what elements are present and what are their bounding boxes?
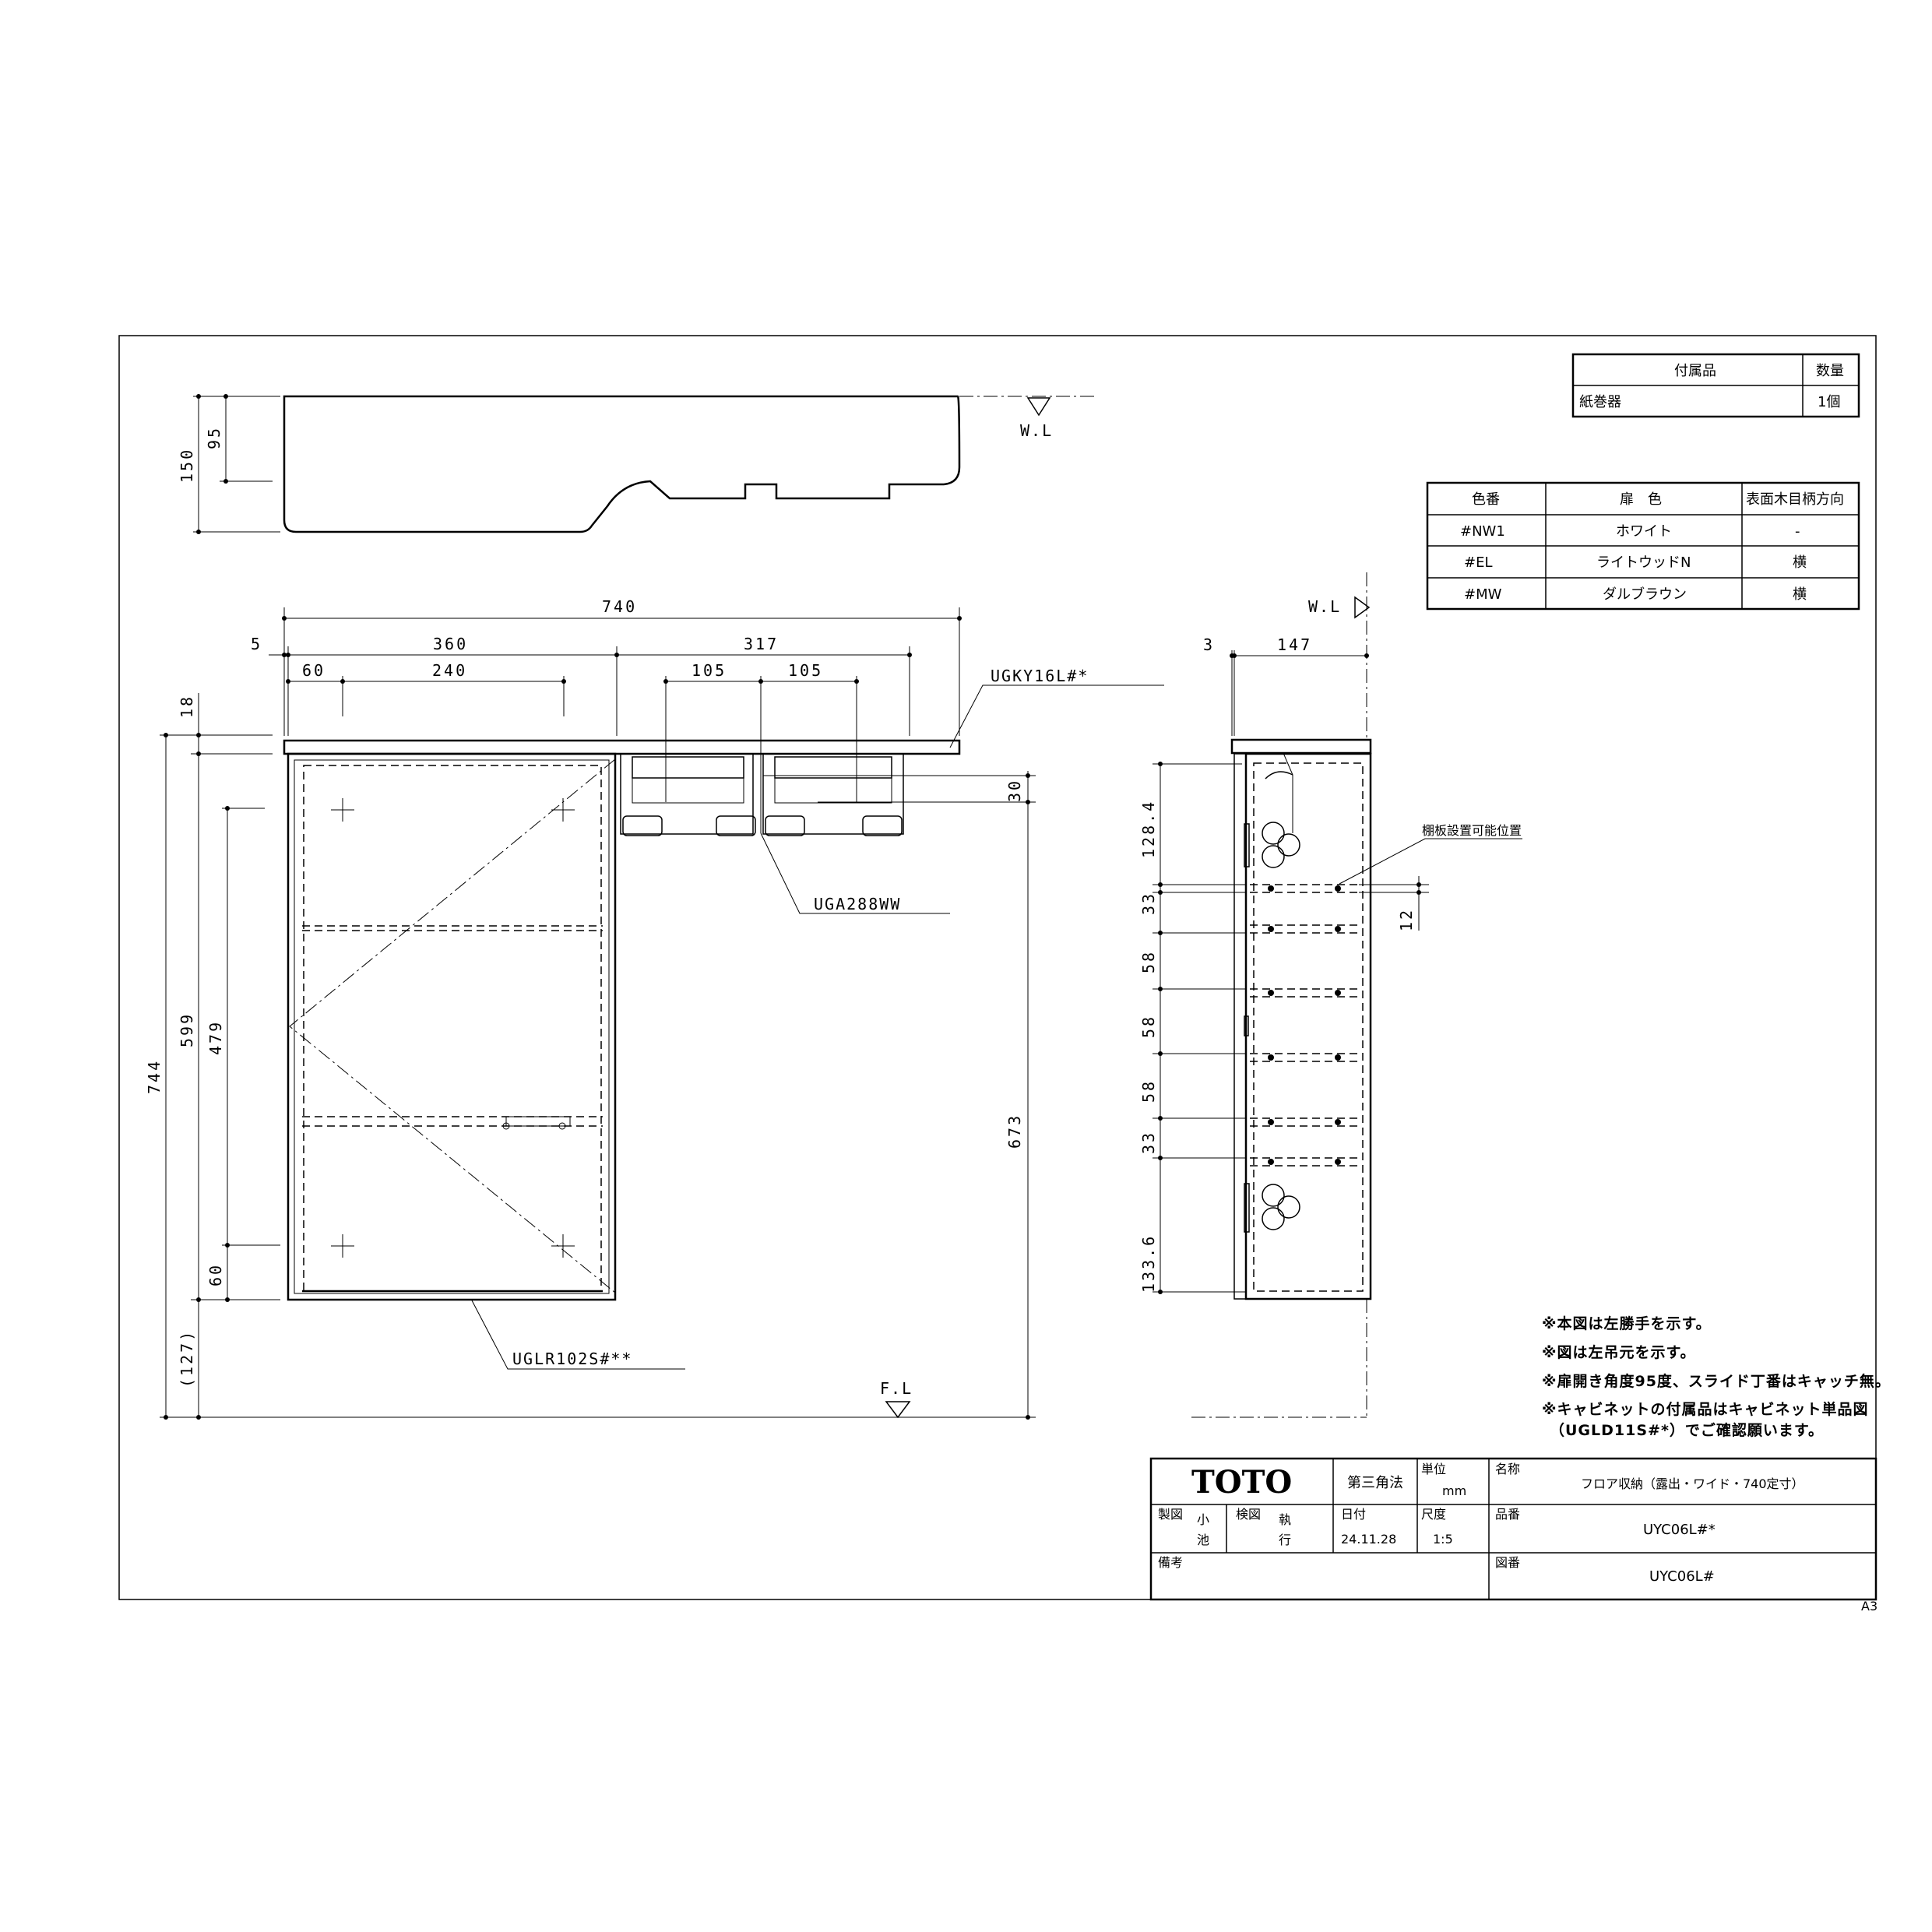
note-line: ※図は左吊元を示す。 (1542, 1343, 1696, 1361)
accessories-table: 付属品 数量 紙巻器 1個 (1571, 353, 1860, 418)
dim-label: 58 (1139, 1015, 1158, 1038)
product-label: 品番 (1495, 1507, 1520, 1522)
side-view: W.L 3 147 128.4 33 58 5 (1139, 572, 1522, 1418)
color-header-code: 色番 (1472, 491, 1500, 508)
dim-label: 317 (744, 635, 779, 653)
dim-label: 744 (145, 1059, 164, 1094)
paper-holder-part-label: UGA288WW (814, 895, 901, 913)
dim-label: 30 (1005, 779, 1024, 802)
color-row-grain: - (1795, 523, 1800, 540)
dim-label: 599 (178, 1012, 196, 1047)
fl-marker-icon (885, 1401, 911, 1419)
wl-marker-icon (1354, 596, 1371, 619)
unit-label: 単位 (1421, 1462, 1446, 1476)
accessories-row-qty: 1個 (1818, 394, 1840, 410)
wl-label: W.L (1308, 597, 1341, 616)
hinge-icon (1244, 1183, 1300, 1233)
note-line: （UGLD11S#*）でご確認願います。 (1550, 1421, 1824, 1439)
checked-by: 行 (1279, 1533, 1291, 1547)
accessories-header-qty: 数量 (1816, 363, 1844, 379)
projection: 第三角法 (1347, 1475, 1403, 1491)
color-row-door: ダルブラウン (1603, 586, 1687, 603)
dim-label: 95 (205, 426, 223, 449)
dim-label: 58 (1139, 950, 1158, 973)
color-table: 色番 扉 色 表面木目柄方向 #NW1 ホワイト - #EL ライトウッドN 横… (1426, 481, 1860, 611)
dim-label: 12 (1397, 908, 1416, 931)
color-header-door: 扉 色 (1620, 491, 1662, 508)
wl-marker-icon (1026, 397, 1051, 417)
dim-label: 33 (1139, 1131, 1158, 1154)
cabinet-body (287, 752, 617, 1301)
name-label: 名称 (1495, 1462, 1520, 1476)
cabinet-part-label: UGLR102S#** (512, 1350, 632, 1368)
color-row-door: ホワイト (1616, 523, 1672, 540)
drawing-number: UYC06L# (1649, 1568, 1715, 1585)
dim-label: 147 (1277, 635, 1312, 654)
hinge-marks (331, 798, 575, 1258)
dim-label: 673 (1005, 1114, 1024, 1149)
color-row-grain: 横 (1793, 554, 1807, 571)
dim-label: 740 (602, 597, 637, 616)
dim-label: 5 (251, 635, 262, 653)
dim-label: 3 (1203, 635, 1215, 654)
wl-label: W.L (1020, 421, 1053, 440)
dim-label: 18 (178, 695, 196, 718)
color-row-code: #EL (1464, 554, 1492, 571)
color-row-code: #NW1 (1460, 523, 1505, 540)
date-value: 24.11.28 (1341, 1532, 1396, 1547)
sheet-size: A3 (1861, 1599, 1877, 1614)
color-header-grain: 表面木目柄方向 (1746, 491, 1844, 508)
color-row-code: #MW (1464, 586, 1502, 603)
drawn-by: 小 (1197, 1512, 1209, 1527)
product-name: フロア収納（露出・ワイド・740定寸） (1581, 1476, 1804, 1491)
counter-top (283, 739, 961, 755)
color-row-door: ライトウッドN (1596, 554, 1691, 571)
checked-label: 検図 (1236, 1507, 1261, 1522)
remarks-label: 備考 (1158, 1555, 1183, 1570)
dim-label: 105 (692, 661, 727, 680)
dim-label: 150 (178, 448, 196, 483)
dim-label: 105 (788, 661, 823, 680)
drawn-by: 池 (1197, 1533, 1209, 1547)
dim-label: 479 (206, 1020, 225, 1055)
shelf-position-label: 棚板設置可能位置 (1422, 823, 1522, 838)
checked-by: 執 (1279, 1512, 1291, 1527)
dim-label: 33 (1139, 892, 1158, 915)
paper-holder-icon (620, 753, 904, 836)
accessories-row-item: 紙巻器 (1579, 394, 1621, 410)
date-label: 日付 (1341, 1507, 1366, 1522)
scale-value: 1:5 (1433, 1532, 1453, 1547)
drawn-label: 製図 (1158, 1507, 1183, 1522)
note-line: ※本図は左勝手を示す。 (1542, 1314, 1712, 1332)
drawing-frame (118, 335, 1877, 1600)
fl-label: F.L (880, 1379, 913, 1398)
dim-label: 60 (206, 1263, 225, 1286)
dim-label: (127) (178, 1329, 196, 1388)
dim-label: 133.6 (1139, 1234, 1158, 1293)
dim-label: 60 (302, 661, 326, 680)
dim-label: 58 (1139, 1079, 1158, 1103)
hinge-icon (1244, 822, 1300, 868)
notes: ※本図は左勝手を示す。 ※図は左吊元を示す。 ※扉開き角度95度、スライド丁番は… (1542, 1314, 1891, 1439)
note-line: ※キャビネットの付属品はキャビネット単品図 (1542, 1400, 1868, 1418)
product-number: UYC06L#* (1643, 1522, 1716, 1538)
drawing-number-label: 図番 (1495, 1555, 1520, 1570)
accessories-header-item: 付属品 (1674, 363, 1716, 379)
note-line: ※扉開き角度95度、スライド丁番はキャッチ無。 (1542, 1372, 1891, 1390)
dim-label: 240 (432, 661, 467, 680)
top-view: 150 95 W.L (178, 394, 1098, 534)
dim-label: 360 (433, 635, 468, 653)
toto-logo: TOTO (1191, 1464, 1292, 1501)
dim-label: 128.4 (1139, 800, 1158, 858)
counter-part-label: UGKY16L#* (991, 667, 1089, 685)
title-block: TOTO 第三角法 単位 mm 名称 フロア収納（露出・ワイド・740定寸） 製… (1149, 1457, 1877, 1601)
scale-label: 尺度 (1421, 1507, 1446, 1522)
color-row-grain: 横 (1793, 586, 1807, 603)
front-view: 740 5 360 317 60 240 105 105 (145, 597, 1164, 1420)
unit-value: mm (1442, 1483, 1466, 1498)
